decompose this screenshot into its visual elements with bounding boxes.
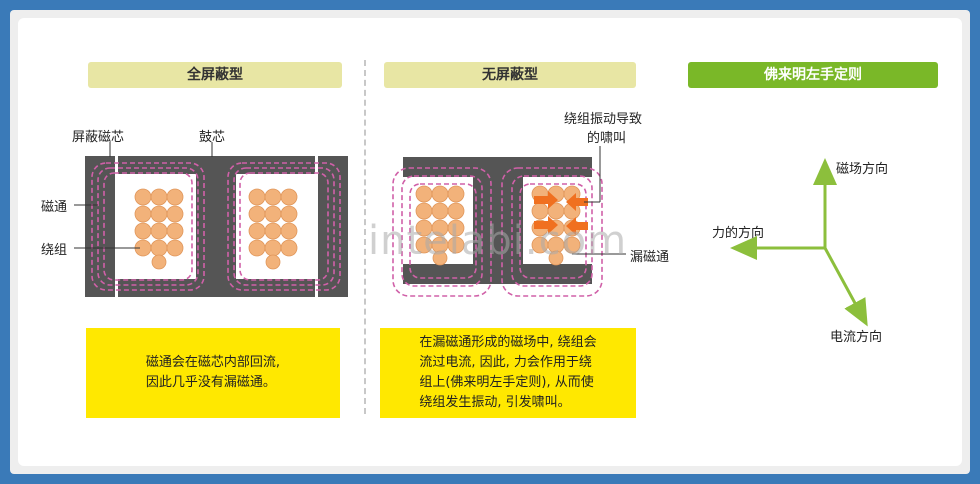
- fleming-title: 佛来明左手定则: [688, 62, 938, 88]
- no-shield-diagram: [392, 146, 626, 297]
- label-winding: 绕组: [41, 243, 68, 258]
- full-note-line-2: 因此几乎没有漏磁通。: [145, 375, 276, 390]
- label-noise-line2: 的啸叫: [587, 131, 627, 146]
- label-magnetic-direction: 磁场方向: [836, 162, 889, 177]
- label-force-direction: 力的方向: [712, 226, 765, 241]
- noshield-note-line-4: 绕组发生振动, 引发啸叫。: [419, 395, 571, 410]
- full-note-line-1: 磁通会在磁芯内部回流,: [145, 355, 281, 370]
- shield-core-right: [318, 156, 348, 297]
- label-flux: 磁通: [41, 200, 68, 215]
- vibration-arrows: [534, 191, 588, 235]
- no-shield-note: 在漏磁通形成的磁场中, 绕组会 流过电流, 因此, 力会作用于绕 组上(佛来明左…: [380, 328, 636, 418]
- noshield-note-line-3: 组上(佛来明左手定则), 从而使: [419, 375, 594, 390]
- drum-core-center: [196, 174, 236, 279]
- drum-core-top: [118, 156, 315, 174]
- drum-core-bottom: [118, 279, 315, 297]
- watermark: intelabi.com: [368, 218, 628, 264]
- no-shield-title: 无屏蔽型: [384, 62, 636, 88]
- full-shield-diagram: [74, 142, 348, 297]
- winding-left: [134, 188, 184, 270]
- noshield-note-line-2: 流过电流, 因此, 力会作用于绕: [419, 355, 592, 370]
- full-shield-title: 全屏蔽型: [88, 62, 342, 88]
- flux-lines-full: [91, 162, 341, 291]
- flux-lines-leak: [392, 167, 603, 297]
- fleming-diagram: [730, 158, 868, 327]
- label-current-direction: 电流方向: [830, 330, 883, 345]
- drum-core-top-unshielded: [403, 157, 592, 177]
- winding-unshielded-left: [415, 185, 465, 266]
- label-drum-core: 鼓芯: [199, 130, 226, 145]
- label-leak-flux: 漏磁通: [630, 250, 670, 265]
- section-divider: [364, 60, 366, 414]
- shield-core-left: [85, 156, 115, 297]
- label-noise-line1: 绕组振动导致: [564, 112, 643, 127]
- full-shield-note: 磁通会在磁芯内部回流, 因此几乎没有漏磁通。: [86, 328, 340, 418]
- noshield-note-line-1: 在漏磁通形成的磁场中, 绕组会: [419, 335, 597, 350]
- drum-core-bottom-unshielded: [403, 264, 592, 284]
- label-shield-core: 屏蔽磁芯: [72, 130, 125, 145]
- winding-right: [248, 188, 298, 270]
